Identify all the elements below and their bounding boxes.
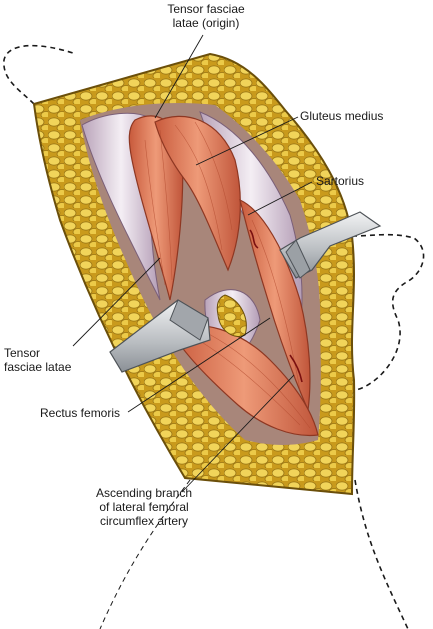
- gluteus-medius-muscle: [154, 115, 241, 272]
- label-line: of lateral femoral: [99, 500, 189, 514]
- label-sartorius: Sartorius: [316, 174, 364, 188]
- skin-outline: [3, 44, 425, 629]
- label-ascending-branch: Ascending branch of lateral femoral circ…: [86, 486, 202, 528]
- label-line: Ascending branch: [95, 486, 193, 500]
- leader-lines: [72, 34, 313, 493]
- label-line: Tensor: [4, 346, 41, 360]
- label-line: latae (origin): [172, 16, 240, 30]
- label-rectus-femoris: Rectus femoris: [40, 406, 120, 420]
- label-text: Sartorius: [316, 174, 365, 188]
- upper-retractor: [279, 211, 382, 279]
- label-gluteus-medius: Gluteus medius: [300, 109, 383, 123]
- ascending-branch-artery: [249, 229, 303, 383]
- label-tensor-fasciae-latae-origin: Tensor fasciae latae (origin): [160, 2, 252, 30]
- label-text: Gluteus medius: [300, 109, 384, 123]
- label-line: circumflex artery: [99, 514, 188, 528]
- lower-retractor: [109, 299, 211, 373]
- label-line: Tensor fasciae: [167, 2, 245, 16]
- label-line: fasciae latae: [4, 360, 72, 374]
- label-text: Rectus femoris: [40, 406, 121, 420]
- fat-pocket: [216, 294, 247, 337]
- label-tensor-fasciae-latae: Tensor fasciae latae: [4, 346, 71, 374]
